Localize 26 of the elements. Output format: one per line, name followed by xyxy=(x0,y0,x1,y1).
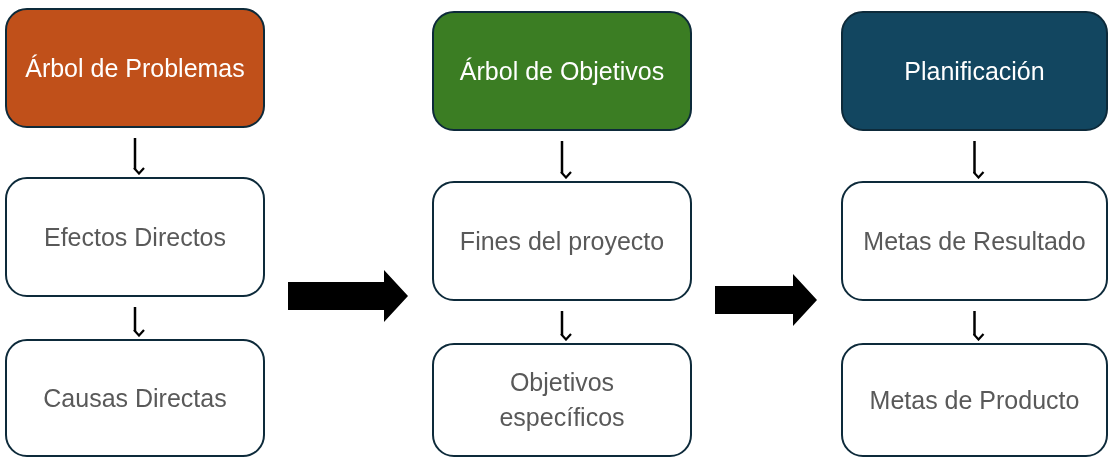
header-box xyxy=(841,11,1108,131)
process-box xyxy=(841,181,1108,301)
box-text: Metas de Producto xyxy=(869,384,1080,416)
arrow xyxy=(972,311,985,341)
header-text: Árbol de Objetivos xyxy=(459,55,665,87)
box-text: Metas de Resultado xyxy=(863,225,1086,257)
process-box xyxy=(841,343,1108,457)
process-box xyxy=(432,343,692,457)
block-arrow xyxy=(288,270,408,322)
process-box xyxy=(432,181,692,301)
arrow xyxy=(972,141,985,179)
box-text: Causas Directas xyxy=(43,382,227,414)
header-text: Árbol de Problemas xyxy=(25,52,245,84)
block-arrow xyxy=(715,274,817,326)
header-box xyxy=(432,11,692,131)
box-text: Fines del proyecto xyxy=(459,225,665,257)
header-box xyxy=(5,8,265,128)
box-text: Efectos Directos xyxy=(44,221,226,253)
box-text: Objetivos específicos xyxy=(498,367,626,433)
process-box xyxy=(5,177,265,297)
process-box xyxy=(5,339,265,457)
header-text: Planificación xyxy=(904,55,1045,87)
arrow xyxy=(559,141,573,179)
arrow xyxy=(132,138,146,175)
arrow xyxy=(132,307,146,337)
arrow xyxy=(559,311,573,341)
